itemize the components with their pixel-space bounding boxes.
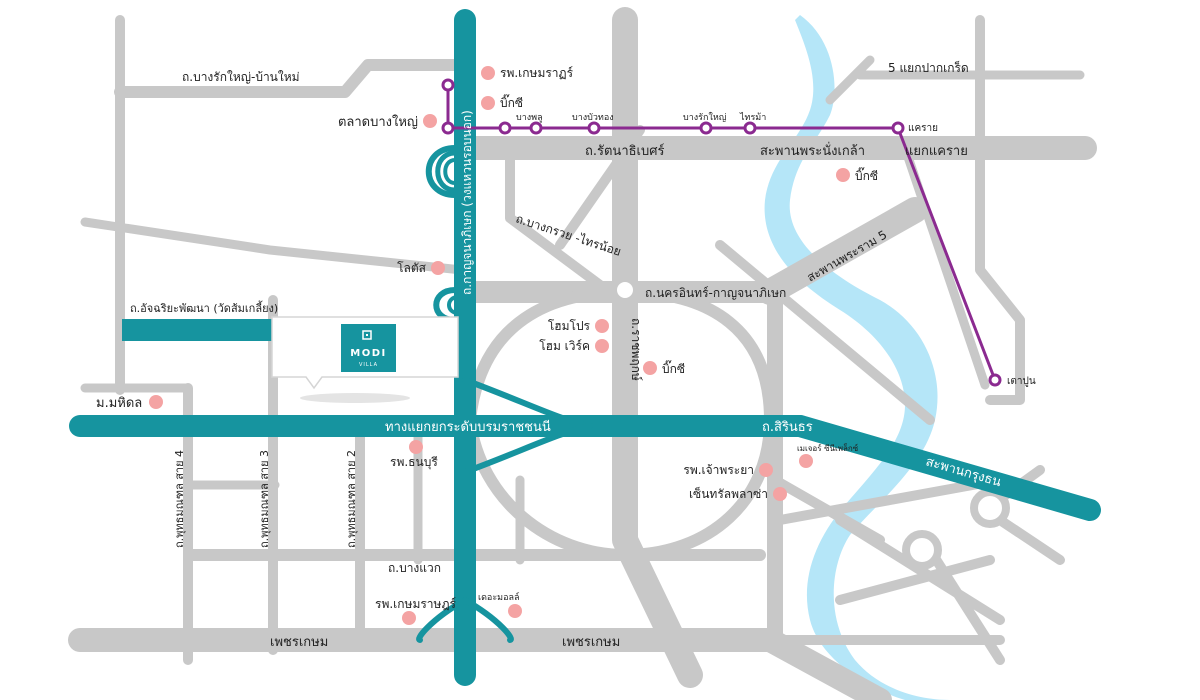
main-roads — [69, 9, 1101, 686]
road-label-petkasem-right: เพชรเกษม — [562, 635, 620, 650]
brand-sub: VILLA — [359, 362, 378, 368]
poi-label-themall: เดอะมอลล์ — [478, 591, 520, 603]
poi-label-lotus: โลตัส — [397, 261, 427, 275]
poi-label-bigc2: บิ๊กซี — [855, 167, 878, 183]
roundabout-right — [970, 488, 1010, 528]
roundabout-lower — [902, 530, 942, 570]
road-label-bangruk: ถ.บางรักใหญ่-บ้านใหม่ — [182, 70, 300, 84]
road-label-bangkhae: ถ.บางแวก — [388, 561, 441, 575]
poi-labels: รพ.เกษมราฏร์ บิ๊กซี ตลาดบางใหญ่ บิ๊กซี โ… — [96, 66, 878, 611]
modi-villa-callout[interactable]: MODI VILLA — [271, 316, 459, 403]
road-label-petkasem-left: เพชรเกษม — [270, 635, 328, 650]
poi-label-homework: โฮม เวิร์ค — [539, 339, 590, 353]
station-label-sainma: ไทรม้า — [739, 112, 766, 123]
station-labels: บางพลู บางบัวทอง บางรักใหญ่ ไทรม้า แคราย… — [516, 112, 1036, 387]
poi-label-mahidol: ม.มหิดล — [96, 396, 142, 411]
poi-dots — [149, 66, 850, 625]
road-label-interchange: ทางแยกยกระดับบรมราชชนนี — [385, 419, 551, 435]
road-label-phuttha2: ถ.พุทธมณฑล สาย 2 — [345, 450, 358, 548]
station-label-bangphlu: บางพลู — [516, 113, 543, 123]
road-label-ratchaphruek: ถ.ราชพฤกษ์ — [629, 318, 643, 381]
rail-stations — [441, 78, 1002, 387]
road-label-atchariya: ถ.อัจฉริยะพัฒนา (วัดส้มเกลี้ยง) — [130, 300, 278, 315]
poi-label-thonburi: รพ.ธนบุรี — [390, 455, 438, 470]
station-label-bangrakyai: บางรักใหญ่ — [683, 112, 727, 123]
poi-label-chaophraya: รพ.เจ้าพระยา — [683, 463, 754, 477]
road-label-paknkret: 5 แยกปากเกร็ด — [888, 60, 969, 75]
poi-label-bigc1: บิ๊กซี — [500, 94, 523, 110]
roundabout-nakhonin — [611, 276, 639, 304]
poi-label-kasemrad1: รพ.เกษมราฏร์ — [500, 66, 574, 80]
station-label-taopoon: เตาปูน — [1007, 376, 1036, 387]
road-label-khaerai: แยกแคราย — [905, 144, 968, 159]
purple-line — [446, 85, 997, 381]
road-label-nakhonin: ถ.นครอินทร์-กาญจนาภิเษก — [645, 286, 786, 300]
poi-label-central: เซ็นทรัลพลาซ่า — [689, 486, 768, 501]
poi-label-kasemrad2: รพ.เกษมราษฎร์ — [375, 597, 457, 611]
road-label-phuttha3: ถ.พุทธมณฑล สาย 3 — [258, 450, 271, 548]
poi-label-homepro: โฮมโปร — [548, 319, 591, 333]
station-label-bangbuathong: บางบัวทอง — [572, 113, 614, 123]
poi-label-major: เมเจอร์ ซีนีเพล็กซ์ — [797, 443, 859, 453]
road-label-phranang: สะพานพระนั่งเกล้า — [760, 142, 865, 159]
brand-name: MODI — [350, 348, 386, 359]
station-label-khaerai: แคราย — [908, 123, 938, 134]
poi-label-bigc3: บิ๊กซี — [662, 360, 685, 376]
road-label-sirindhorn: ถ.สิรินธร — [762, 420, 813, 435]
road-label-kanchana: ถ.กาญจนาภิเษก (วงแหวนรอบนอก) — [460, 110, 474, 295]
poi-label-talad: ตลาดบางใหญ่ — [338, 114, 418, 130]
chao-phraya-river — [764, 15, 950, 700]
road-label-rattana: ถ.รัตนาธิเบศร์ — [585, 143, 664, 159]
road-label-phuttha4: ถ.พุทธมณฑล สาย 4 — [173, 450, 186, 548]
